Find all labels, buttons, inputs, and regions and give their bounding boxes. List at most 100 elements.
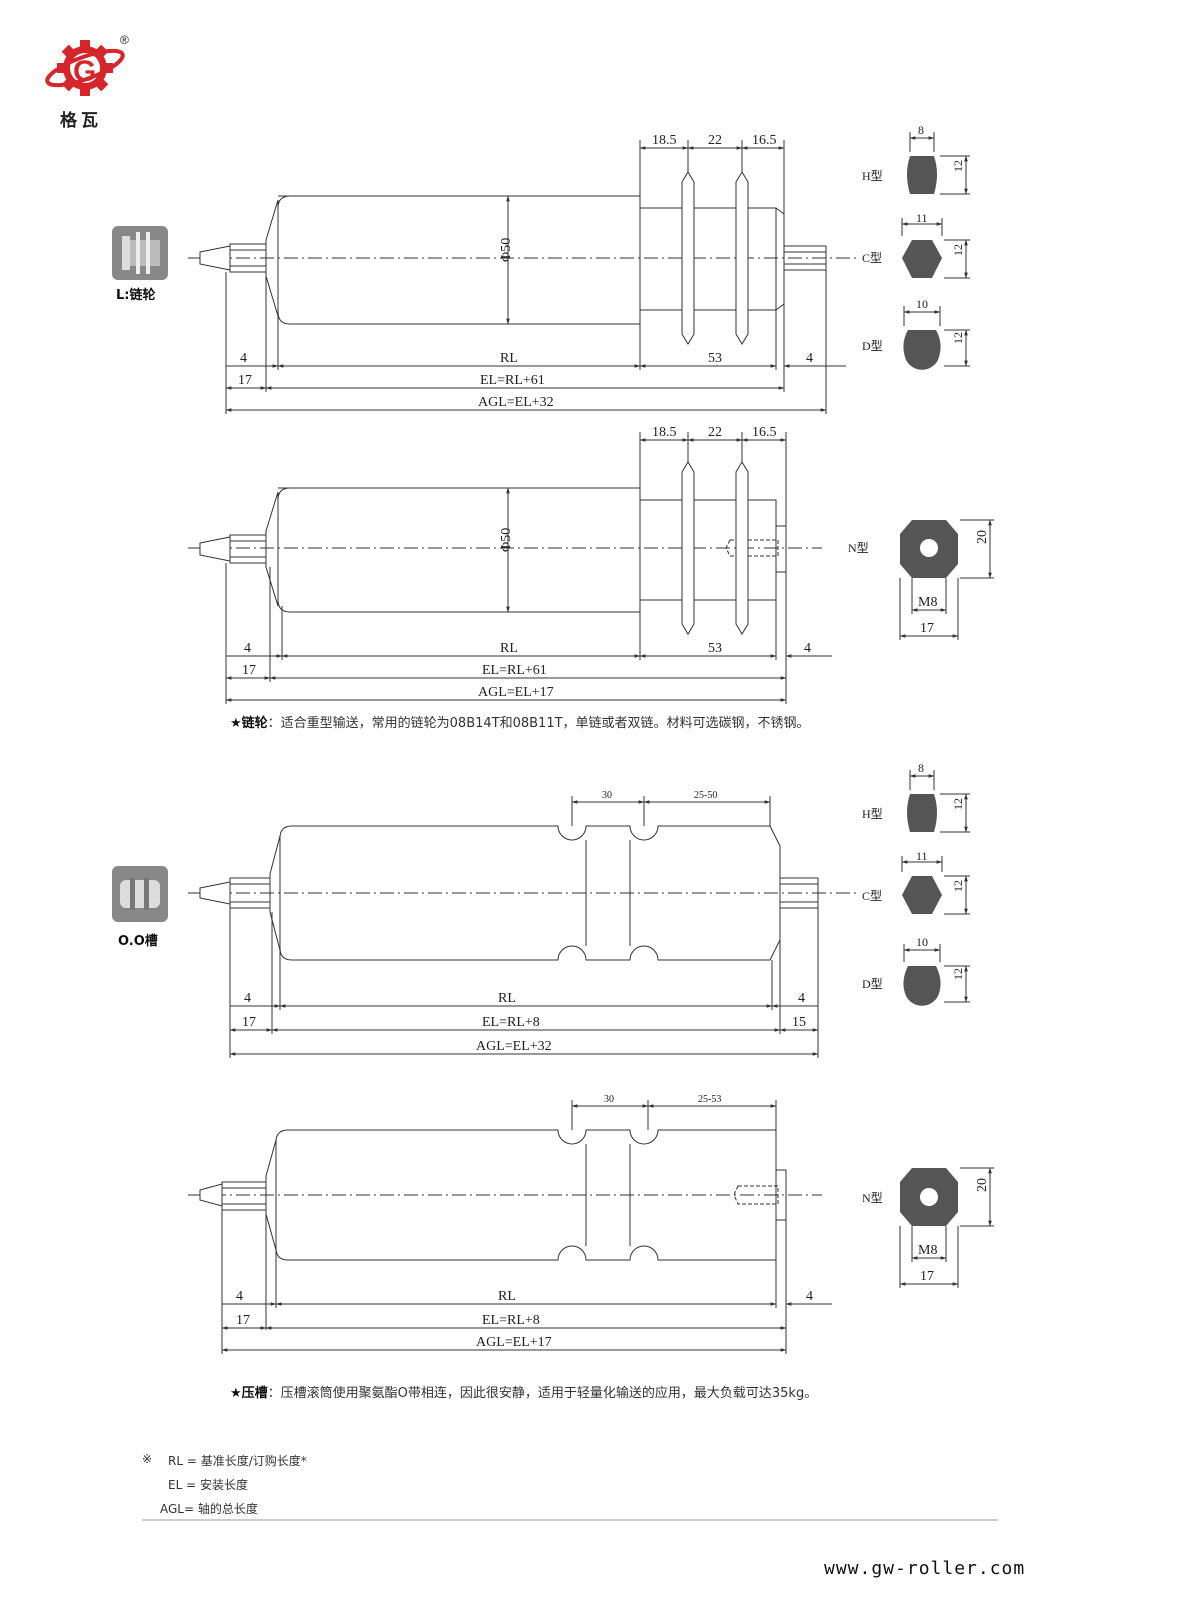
shaft-c-detail-1	[901, 218, 970, 279]
dim-left-4: 4	[240, 351, 247, 366]
shaft-h-label: H型	[862, 807, 883, 821]
shaft-n-label: N型	[848, 541, 869, 555]
shaft-c-width: 11	[916, 211, 928, 225]
shaft-d-detail-1	[903, 306, 970, 370]
registered-mark: ®	[120, 33, 129, 47]
dim-top-3: 16.5	[752, 133, 777, 148]
dim-17: 17	[236, 1313, 250, 1328]
dims-groove-b: 30 25-53 4 RL 4 17 EL=RL+8 AGL=EL+17	[236, 1094, 813, 1350]
groove-note: ★压槽：压槽滚筒使用聚氨酯O带相连，因此很安静，适用于轻量化输送的应用，最大负载…	[230, 1382, 817, 1401]
shaft-n-height: 20	[975, 530, 990, 544]
sprocket-note-text: ：适合重型输送，常用的链轮为08B14T和08B11T，单链或者双链。材料可选碳…	[267, 716, 810, 731]
shaft-d-label: D型	[862, 339, 883, 353]
legend-rl: RL = 基准长度/订购长度*	[168, 1454, 307, 1468]
drawing-sprocket-a	[188, 140, 860, 414]
shaft-labels: H型 8 12 C型 11 12 D型 10 12 N型 20 M8 17 H型…	[848, 123, 990, 1284]
shaft-n-width: 17	[920, 621, 934, 636]
dim-rl: RL	[500, 351, 518, 366]
dim-right-4: 4	[804, 641, 811, 656]
dim-top-2: 25-50	[694, 790, 717, 801]
shaft-h-height: 12	[951, 798, 965, 810]
shaft-h-detail-2	[907, 770, 970, 833]
dim-53: 53	[708, 641, 722, 656]
shaft-n-detail-2	[899, 1167, 994, 1288]
dim-agl: AGL=EL+32	[478, 395, 554, 410]
dim-top-2: 22	[708, 425, 722, 440]
groove-note-text: ：压槽滚筒使用聚氨酯O带相连，因此很安静，适用于轻量化输送的应用，最大负载可达3…	[267, 1386, 818, 1401]
brand-logo: G ®	[45, 33, 129, 96]
groove-note-title: ★压槽	[230, 1386, 268, 1401]
dim-right-4: 4	[798, 991, 805, 1006]
legend-agl: AGL= 轴的总长度	[160, 1502, 258, 1516]
shaft-h-width: 8	[918, 123, 924, 137]
dim-left-4: 4	[244, 641, 251, 656]
sprocket-section-label: L:链轮	[116, 288, 156, 303]
shaft-d-height: 12	[951, 968, 965, 980]
dim-53: 53	[708, 351, 722, 366]
dim-top-1: 30	[604, 1094, 614, 1105]
dim-top-1: 30	[602, 790, 612, 801]
dims-sprocket-b: 18.5 22 16.5 Φ50 4 RL 53 4 17 EL=RL+61 A…	[242, 425, 811, 700]
shaft-c-label: C型	[862, 251, 882, 265]
sprocket-note-title: ★链轮	[230, 716, 268, 731]
shaft-c-height: 12	[951, 880, 965, 892]
dim-top-3: 16.5	[752, 425, 777, 440]
shaft-c-height: 12	[951, 244, 965, 256]
legend-mark: ※	[142, 1452, 153, 1466]
drawing-groove-a	[188, 796, 860, 1058]
dim-el: EL=RL+61	[482, 663, 547, 678]
dim-el: EL=RL+8	[482, 1015, 540, 1030]
shaft-d-width: 10	[916, 935, 928, 949]
dim-el: EL=RL+61	[480, 373, 545, 388]
dim-17: 17	[242, 1015, 256, 1030]
dim-top-1: 18.5	[652, 425, 677, 440]
shaft-n-thread: M8	[918, 1243, 937, 1258]
dim-17: 17	[238, 373, 252, 388]
shaft-c-width: 11	[916, 849, 928, 863]
brand-name: 格瓦	[60, 111, 102, 131]
dim-diameter: Φ50	[499, 528, 514, 552]
shaft-n-height: 20	[975, 1178, 990, 1192]
dim-left-4: 4	[236, 1289, 243, 1304]
shaft-h-label: H型	[862, 169, 883, 183]
drawing-sprocket-b	[188, 432, 832, 704]
sprocket-section-icon	[112, 226, 168, 280]
dim-top-2: 22	[708, 133, 722, 148]
dim-agl: AGL=EL+17	[478, 685, 554, 700]
dim-rl: RL	[498, 991, 516, 1006]
dims-groove-a: 30 25-50 4 RL 4 17 EL=RL+8 15 AGL=EL+32	[242, 790, 806, 1054]
legend-el: EL = 安装长度	[168, 1478, 248, 1492]
dim-top-1: 18.5	[652, 133, 677, 148]
dim-rl: RL	[498, 1289, 516, 1304]
dim-17: 17	[242, 663, 256, 678]
groove-section-icon	[112, 866, 168, 922]
dim-agl: AGL=EL+17	[476, 1335, 552, 1350]
dim-agl: AGL=EL+32	[476, 1039, 552, 1054]
groove-section-label: O.O槽	[118, 934, 158, 949]
shaft-h-height: 12	[951, 160, 965, 172]
dim-el: EL=RL+8	[482, 1313, 540, 1328]
dim-right-4: 4	[806, 1289, 813, 1304]
dim-top-2: 25-53	[698, 1094, 721, 1105]
website-link[interactable]: www.gw-roller.com	[824, 1558, 1026, 1579]
shaft-n-label: N型	[862, 1191, 883, 1205]
dim-right-4: 4	[806, 351, 813, 366]
shaft-d-width: 10	[916, 297, 928, 311]
dim-15: 15	[792, 1015, 806, 1030]
shaft-d-label: D型	[862, 977, 883, 991]
logo-letter: G	[73, 55, 96, 88]
drawing-groove-b	[188, 1100, 832, 1354]
shaft-h-width: 8	[918, 761, 924, 775]
dim-diameter: Φ50	[499, 238, 514, 262]
shaft-d-height: 12	[951, 332, 965, 344]
shaft-h-detail-1	[907, 132, 970, 195]
shaft-c-label: C型	[862, 889, 882, 903]
shaft-d-detail-2	[903, 944, 970, 1006]
shaft-n-thread: M8	[918, 595, 937, 610]
dims-sprocket-a: 18.5 22 16.5 Φ50 4 RL 53 4 17 EL=RL+61 A…	[238, 133, 813, 410]
shaft-n-detail-1	[899, 519, 994, 640]
sprocket-note: ★链轮：适合重型输送，常用的链轮为08B14T和08B11T，单链或者双链。材料…	[230, 712, 810, 731]
shaft-c-detail-2	[901, 856, 970, 915]
dim-rl: RL	[500, 641, 518, 656]
